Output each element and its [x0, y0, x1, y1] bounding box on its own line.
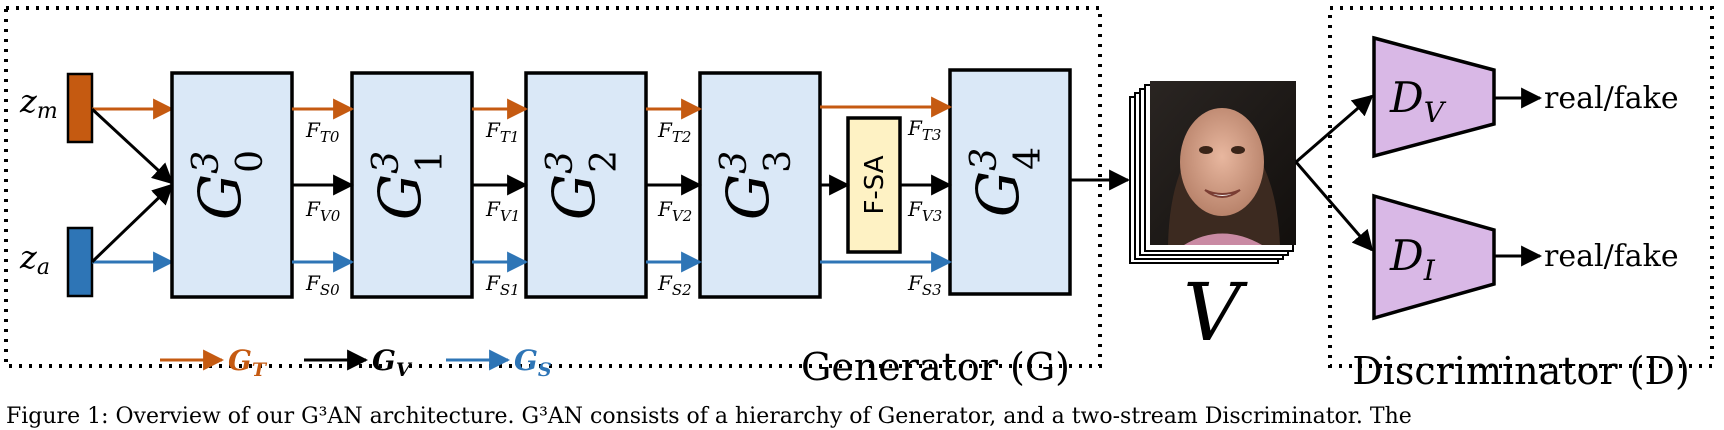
legend-GT: GT: [228, 344, 268, 381]
legend: GT GV GS: [160, 344, 552, 381]
generator-block-4: G34: [948, 68, 1072, 296]
input-arrows: [90, 98, 175, 273]
label-FS3: FS3: [907, 271, 942, 299]
generator-block-3: G33: [698, 71, 822, 299]
discriminator-title: Discriminator (D): [1352, 349, 1690, 393]
discriminator-DV: DV real/fake: [1372, 35, 1679, 159]
label-FT2: FT2: [657, 118, 691, 146]
svg-text:G34: G34: [964, 147, 1049, 217]
discriminator-DI: DI real/fake: [1372, 193, 1679, 321]
dv-output: real/fake: [1544, 81, 1679, 116]
discriminator-box: [1328, 6, 1714, 368]
figure-caption: Figure 1: Overview of our G³AN architect…: [6, 404, 1412, 429]
video-frames: [1129, 81, 1296, 264]
video-label: V: [1183, 266, 1248, 359]
label-FS0: FS0: [305, 271, 340, 299]
video-to-discriminator-arrows: [1294, 94, 1374, 252]
legend-GS: GS: [514, 344, 552, 381]
label-FT3: FT3: [907, 116, 941, 144]
label-FV1: FV1: [485, 197, 520, 225]
z-a-label: za: [19, 238, 50, 280]
generator-block-2: G32: [524, 71, 648, 299]
di-output: real/fake: [1544, 239, 1679, 274]
label-FT1: FT1: [485, 118, 519, 146]
label-FV2: FV2: [657, 197, 692, 225]
architecture-diagram: zm za G30 G31 G32 G33 G34: [4, 6, 1714, 393]
fsa-block: F-SA: [846, 116, 902, 254]
generator-block-1: G31: [350, 71, 474, 299]
z-m-label: zm: [19, 82, 58, 124]
label-FV0: FV0: [305, 197, 341, 225]
svg-text:F-SA: F-SA: [860, 155, 890, 214]
legend-GV: GV: [372, 344, 413, 381]
svg-text:DV: DV: [1389, 73, 1447, 129]
label-FS1: FS1: [485, 271, 520, 299]
svg-text:G33: G33: [714, 150, 799, 220]
generator-box: [4, 6, 1102, 368]
label-FS2: FS2: [657, 271, 692, 299]
svg-text:DI: DI: [1389, 231, 1436, 287]
stream-arrows: [292, 96, 953, 273]
svg-text:G30: G30: [186, 150, 271, 220]
svg-text:G31: G31: [366, 150, 451, 220]
generator-block-0: G30: [170, 71, 294, 299]
z-m-input: [66, 72, 94, 144]
svg-text:G32: G32: [540, 150, 625, 220]
generator-title: Generator (G): [801, 345, 1070, 389]
face-image: [1150, 81, 1296, 245]
label-FT0: FT0: [305, 118, 340, 146]
z-a-input: [66, 226, 94, 298]
label-FV3: FV3: [907, 197, 942, 225]
